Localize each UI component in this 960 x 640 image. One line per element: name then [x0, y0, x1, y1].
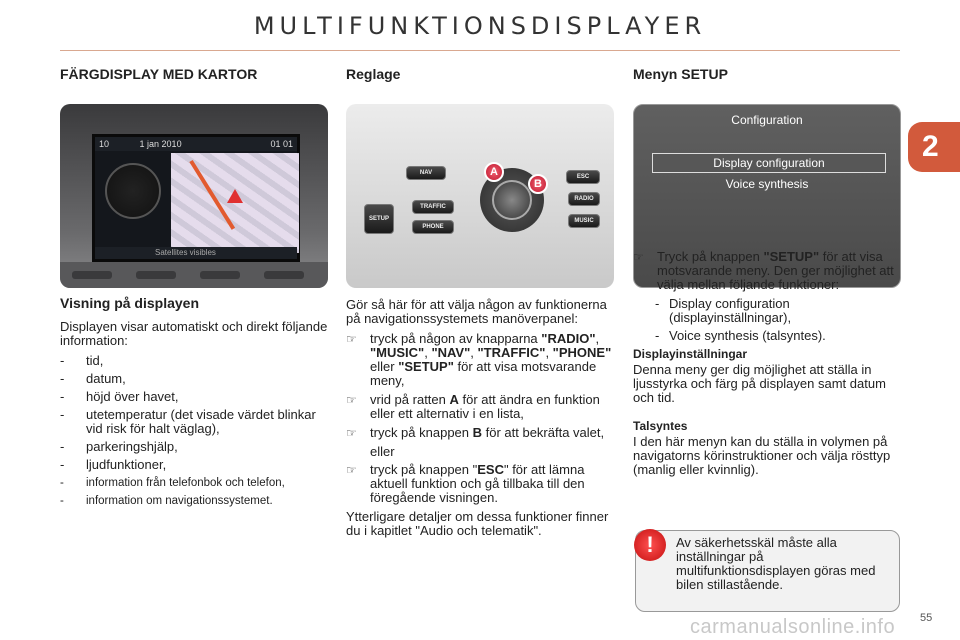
music-button[interactable]: MUSIC [568, 214, 600, 228]
list-item: parkeringshjälp, [60, 440, 328, 455]
control-panel-photo: NAV SETUP TRAFFIC PHONE ESC RADIO MUSIC … [346, 104, 614, 288]
setup-menu-screen: Configuration Display configuration Voic… [633, 104, 901, 288]
talsyntes-heading: Talsyntes [633, 419, 688, 433]
or-text: eller [370, 444, 395, 459]
finger-pointer-icon: ☞ [346, 332, 357, 346]
page-number: 55 [920, 612, 933, 624]
bullet-turn-knob: ☞ vrid på ratten A för att ändra en funk… [346, 392, 600, 421]
sub-item-display-configuration: Display configuration (displayinställnin… [633, 297, 901, 325]
heading-controls: Reglage [346, 66, 401, 82]
page-title: MULTIFUNKTIONSDISPLAYER [253, 12, 707, 40]
compass-icon [105, 163, 161, 219]
col2-footer: Ytterligare detaljer om dessa funktioner… [346, 509, 609, 538]
date-readout: 1 jan 2010 [139, 139, 182, 149]
setup-button[interactable]: SETUP [364, 204, 394, 234]
list-item: ljudfunktioner, [60, 458, 328, 473]
sub-heading-display: Visning på displayen [60, 295, 200, 311]
title-divider [60, 50, 900, 51]
watermark: carmanualsonline.info [690, 616, 896, 638]
menu-item-voice-synthesis[interactable]: Voice synthesis [725, 177, 809, 191]
menu-title: Configuration [731, 113, 803, 127]
menu-item-display-configuration[interactable]: Display configuration [652, 153, 886, 173]
bullet-setup: ☞ Tryck på knappen "SETUP" för att visa … [633, 249, 894, 292]
control-knob[interactable] [492, 180, 532, 220]
list-item: tid, [60, 354, 328, 369]
col1-text: Visning på displayen Displayen visar aut… [60, 296, 328, 512]
list-item: datum, [60, 372, 328, 387]
finger-pointer-icon: ☞ [633, 250, 644, 264]
safety-warning-text: Av säkerhetsskäl måste alla inställninga… [676, 535, 876, 592]
info-list: tid, datum, höjd över havet, utetemperat… [60, 354, 328, 509]
dashboard-vents [60, 262, 328, 288]
dashboard-display-photo: 10 1 jan 2010 01 01 Satellites visibles [60, 104, 328, 288]
chapter-tab[interactable]: 2 [908, 122, 960, 172]
warning-icon: ! [634, 529, 666, 561]
safety-warning-box [635, 530, 900, 612]
marker-b: B [528, 174, 548, 194]
list-item: information från telefonbok och telefon, [60, 476, 328, 490]
list-item: utetemperatur (det visade värdet blinkar… [60, 408, 328, 436]
display-settings-text: Denna meny ger dig möjlighet att ställa … [633, 362, 886, 405]
position-arrow-icon [227, 189, 243, 203]
nav-button[interactable]: NAV [406, 166, 446, 180]
traffic-button[interactable]: TRAFFIC [412, 200, 454, 214]
col2-intro: Gör så här för att välja någon av funkti… [346, 297, 607, 326]
list-item: information om navigationssystemet. [60, 494, 328, 508]
esc-button[interactable]: ESC [566, 170, 600, 184]
talsyntes-text: I den här menyn kan du ställa in volymen… [633, 434, 891, 477]
col3-text: ☞ Tryck på knappen "SETUP" för att visa … [633, 250, 901, 483]
col1-intro: Displayen visar automatiskt och direkt f… [60, 319, 328, 348]
finger-pointer-icon: ☞ [346, 426, 357, 440]
navigation-map [171, 153, 299, 253]
temperature-readout: 10 [99, 139, 110, 149]
bullet-confirm: ☞ tryck på knappen B för att bekräfta va… [346, 425, 605, 441]
finger-pointer-icon: ☞ [346, 393, 357, 407]
heading-setup-menu: Menyn SETUP [633, 66, 728, 82]
display-settings-heading: Displayinställningar [633, 347, 748, 361]
bullet-select-function: ☞ tryck på någon av knapparna "RADIO", "… [346, 331, 612, 388]
col2-text: Gör så här för att välja någon av funkti… [346, 298, 616, 544]
list-item: höjd över havet, [60, 390, 328, 405]
bullet-esc: ☞ tryck på knappen "ESC" för att lämna a… [346, 462, 585, 505]
satellite-status: Satellites visibles [95, 247, 297, 259]
display-screen: 10 1 jan 2010 01 01 Satellites visibles [92, 134, 300, 262]
clock-readout: 01 01 [270, 139, 293, 149]
radio-button[interactable]: RADIO [568, 192, 600, 206]
sub-item-voice-synthesis: Voice synthesis (talsyntes). [633, 329, 901, 344]
phone-button[interactable]: PHONE [412, 220, 454, 234]
marker-a: A [484, 162, 504, 182]
heading-color-display: FÄRGDISPLAY MED KARTOR [60, 66, 258, 82]
display-topbar: 10 1 jan 2010 01 01 [95, 137, 297, 151]
finger-pointer-icon: ☞ [346, 463, 357, 477]
